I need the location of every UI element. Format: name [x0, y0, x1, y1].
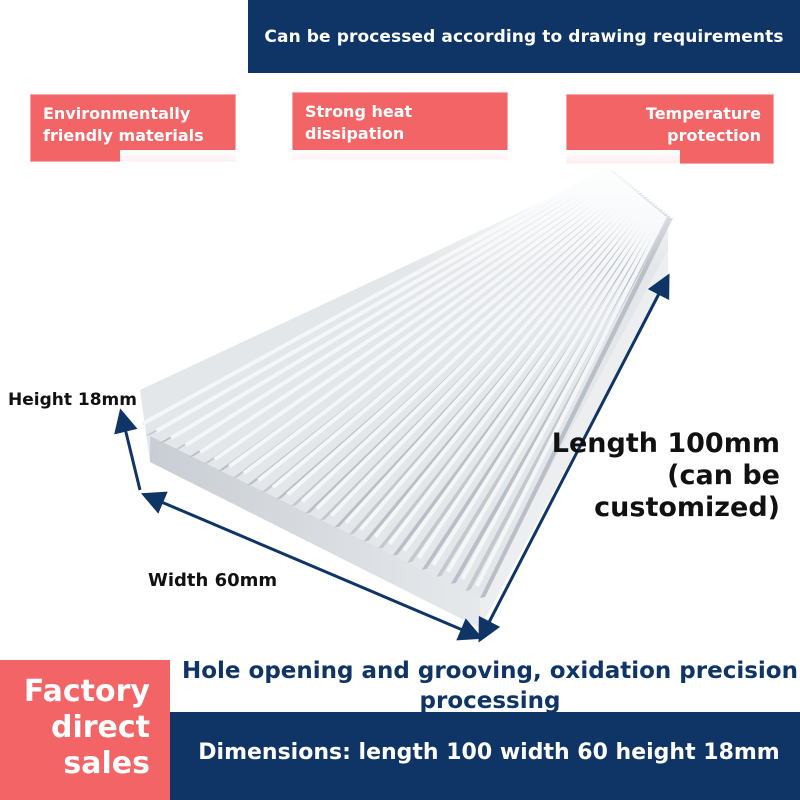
feature-tag-label: Temperature protection — [645, 104, 761, 145]
factory-badge: Factory direct sales — [0, 660, 170, 800]
heatsink-body — [120, 150, 680, 628]
width-arrow — [140, 491, 484, 641]
width-label: Width 60mm — [148, 570, 278, 591]
feature-tag-label: Environmentally friendly materials — [43, 104, 204, 145]
bottom-banner — [170, 712, 800, 800]
top-banner: Can be processed according to drawing re… — [248, 0, 800, 73]
factory-text: Factory direct sales — [23, 674, 150, 781]
feature-tag-heat: Strong heat dissipation — [292, 92, 508, 160]
length-arrow — [478, 273, 670, 643]
processing-text: Hole opening and grooving, oxidation pre… — [182, 658, 798, 714]
dimensions-text: Dimensions: length 100 width 60 height 1… — [198, 740, 780, 765]
banner-text: Can be processed according to drawing re… — [264, 26, 784, 47]
length-label: Length 100mm (can be customized) — [551, 428, 780, 523]
height-arrow — [114, 408, 142, 491]
height-label: Height 18mm — [8, 390, 137, 410]
feature-tag-label: Strong heat dissipation — [305, 102, 413, 143]
